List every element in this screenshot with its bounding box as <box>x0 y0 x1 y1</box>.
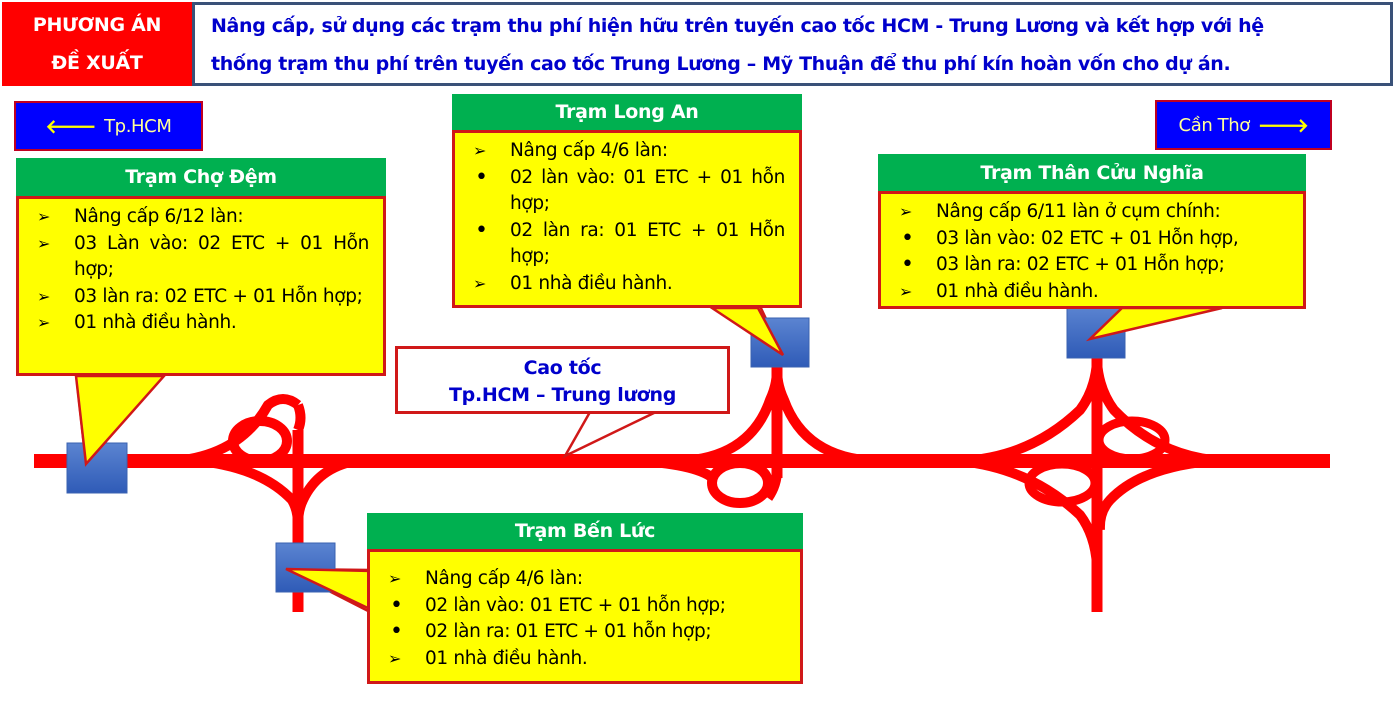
list-item: ➢01 nhà điều hành. <box>473 271 785 298</box>
list-item: •03 làn vào: 02 ETC + 01 Hỗn hợp, <box>901 225 1239 251</box>
dot-bullet-icon: • <box>390 592 403 618</box>
dot-bullet-icon: • <box>901 252 914 277</box>
arrow-left-icon: 🡐 <box>45 115 97 138</box>
list-item: ➢Nâng cấp 4/6 làn: <box>388 566 786 593</box>
arrowhead-bullet-icon: ➢ <box>899 202 913 221</box>
toll-booth-long-an <box>750 317 810 368</box>
list-item: ➢Nâng cấp 6/12 làn: <box>37 204 369 231</box>
road-lines <box>34 340 1330 612</box>
list-item: •02 làn vào: 01 ETC + 01 hỗn hợp; <box>475 164 785 215</box>
highway-label-line2: Tp.HCM – Trung lương <box>449 384 676 406</box>
arrowhead-bullet-icon: ➢ <box>473 141 487 160</box>
dot-bullet-icon: • <box>390 619 403 644</box>
list-item: ➢01 nhà điều hành. <box>37 310 369 337</box>
list-item: ➢01 nhà điều hành. <box>899 279 1289 306</box>
list-item: •02 làn ra: 01 ETC + 01 hỗn hợp; <box>390 619 712 644</box>
station-long-an-title: Trạm Long An <box>452 94 802 130</box>
proposal-title-line2: thống trạm thu phí trên tuyến cao tốc Tr… <box>211 53 1231 75</box>
dot-bullet-icon: • <box>475 217 488 243</box>
arrowhead-bullet-icon: ➢ <box>37 207 51 226</box>
arrowhead-bullet-icon: ➢ <box>37 313 51 332</box>
dot-bullet-icon: • <box>475 164 488 190</box>
highway-label-line1: Cao tốc <box>523 357 602 379</box>
station-ben-luc-title: Trạm Bến Lức <box>367 513 803 549</box>
list-item: •02 làn vào: 01 ETC + 01 hỗn hợp; <box>390 592 726 618</box>
station-than-cuu-nghia-title: Trạm Thân Cửu Nghĩa <box>878 154 1306 191</box>
station-cho-dem: Trạm Chợ Đệm ➢Nâng cấp 6/12 làn: ➢03 Làn… <box>16 158 386 376</box>
dot-bullet-icon: • <box>901 225 914 251</box>
arrowhead-bullet-icon: ➢ <box>473 273 487 293</box>
direction-tp-hcm: 🡐 Tp.HCM <box>14 101 203 151</box>
arrowhead-bullet-icon: ➢ <box>899 281 913 301</box>
station-cho-dem-title: Trạm Chợ Đệm <box>16 158 386 196</box>
arrowhead-bullet-icon: ➢ <box>388 648 402 668</box>
proposal-title: Nâng cấp, sử dụng các trạm thu phí hiện … <box>192 2 1393 86</box>
station-long-an-details: ➢Nâng cấp 4/6 làn: •02 làn vào: 01 ETC +… <box>452 130 802 308</box>
list-item: ➢03 Làn vào: 02 ETC + 01 Hỗn hợp; <box>37 232 369 281</box>
proposal-label-line1: PHƯƠNG ÁN <box>32 14 162 36</box>
callout-tail-tips <box>74 306 1223 612</box>
station-cho-dem-details: ➢Nâng cấp 6/12 làn: ➢03 Làn vào: 02 ETC … <box>16 196 386 376</box>
direction-tp-hcm-label: Tp.HCM <box>104 115 172 137</box>
arrowhead-bullet-icon: ➢ <box>388 569 402 588</box>
list-item: ➢01 nhà điều hành. <box>388 646 786 673</box>
station-than-cuu-nghia-details: ➢Nâng cấp 6/11 làn ở cụm chính: •03 làn … <box>878 191 1306 309</box>
list-item: ➢03 làn ra: 02 ETC + 01 Hỗn hợp; <box>37 284 369 311</box>
arrowhead-bullet-icon: ➢ <box>37 286 51 306</box>
arrow-right-icon: 🡒 <box>1257 114 1309 137</box>
list-item: •03 làn ra: 02 ETC + 01 Hỗn hợp; <box>901 252 1225 277</box>
highway-label-tail <box>561 410 657 459</box>
station-than-cuu-nghia: Trạm Thân Cửu Nghĩa ➢Nâng cấp 6/11 làn ở… <box>878 154 1306 309</box>
direction-can-tho: Cần Thơ 🡒 <box>1155 100 1332 150</box>
list-item: •02 làn ra: 01 ETC + 01 Hỗn hợp; <box>475 217 785 268</box>
station-ben-luc-details: ➢Nâng cấp 4/6 làn: •02 làn vào: 01 ETC +… <box>367 549 803 684</box>
direction-can-tho-label: Cần Thơ <box>1178 114 1251 136</box>
station-ben-luc: Trạm Bến Lức ➢Nâng cấp 4/6 làn: •02 làn … <box>367 513 803 684</box>
station-long-an: Trạm Long An ➢Nâng cấp 4/6 làn: •02 làn … <box>452 94 802 308</box>
list-item: ➢Nâng cấp 4/6 làn: <box>473 138 785 165</box>
list-item: ➢Nâng cấp 6/11 làn ở cụm chính: <box>899 199 1289 226</box>
proposal-label-line2: ĐỀ XUẤT <box>51 52 143 74</box>
highway-label: Cao tốc Tp.HCM – Trung lương <box>395 346 730 414</box>
arrowhead-bullet-icon: ➢ <box>37 233 51 253</box>
proposal-title-line1: Nâng cấp, sử dụng các trạm thu phí hiện … <box>211 15 1264 37</box>
proposal-label: PHƯƠNG ÁN ĐỀ XUẤT <box>2 2 192 86</box>
